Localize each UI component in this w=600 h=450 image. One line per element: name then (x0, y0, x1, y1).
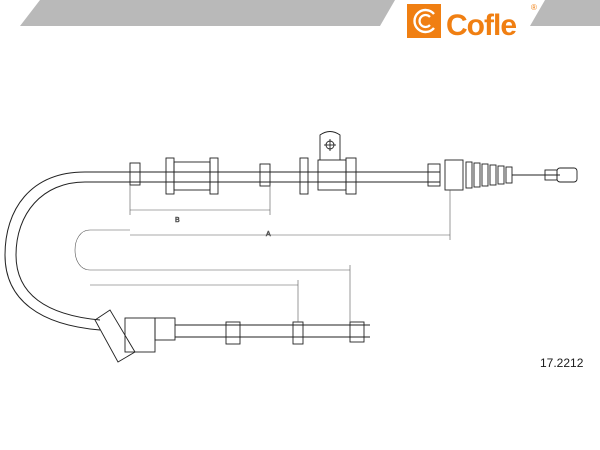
logo-mark-outer-c (413, 8, 435, 34)
registered-mark: ® (531, 3, 537, 12)
bottom-clip-flange (154, 317, 176, 341)
cable-inner-sheath (15, 181, 130, 321)
header-banner (20, 0, 600, 26)
brand-name: Cofle (446, 9, 516, 42)
bottom-cable-run (94, 309, 370, 363)
boot-rib-2 (473, 162, 481, 188)
boot-rib-6 (505, 166, 513, 184)
grommet-body (173, 161, 211, 191)
adjuster-nut (427, 163, 441, 187)
bottom-clip-body (124, 317, 156, 353)
boot-rib-3 (481, 163, 489, 187)
bottom-ferrule (225, 321, 241, 345)
part-number: 17.2212 (540, 356, 584, 370)
dimension-label-a: A (266, 231, 271, 238)
boot-rib-4 (489, 164, 497, 186)
bottom-end-nipple (349, 321, 365, 343)
cable-outer-sheath (4, 171, 130, 331)
grommet (165, 157, 175, 195)
boot-rib-5 (497, 165, 505, 185)
top-cable-run (129, 131, 578, 195)
dimensions: B A (74, 185, 451, 322)
grey-banner-right-band (530, 0, 600, 26)
ferrule (259, 163, 271, 187)
dim-curve-guide (74, 229, 350, 271)
dimension-label-b: B (175, 217, 180, 224)
end-nipple (556, 167, 578, 183)
grommet-right-flange (209, 157, 219, 195)
adjuster-body (444, 159, 464, 191)
grey-banner-band (20, 0, 395, 26)
mounting-bracket (319, 131, 341, 160)
clip-bracket-right (345, 157, 357, 195)
cofle-logo: Cofle ® (407, 3, 537, 42)
logo-mark-inner-c (418, 13, 431, 29)
end-fitting-left (129, 162, 141, 186)
boot-rib-1 (465, 161, 473, 189)
bracket-block (317, 159, 347, 191)
clip-bracket-left (299, 157, 309, 195)
cable (4, 171, 130, 331)
